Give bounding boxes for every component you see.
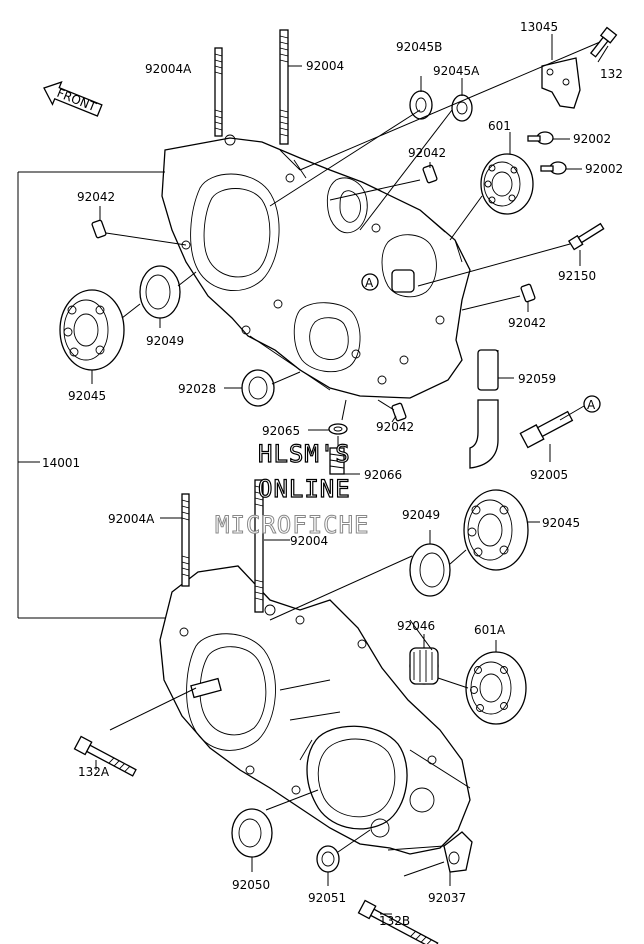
oil-seal-92050: [231, 808, 273, 858]
bearing-601a: [465, 651, 527, 725]
label-92150: 92150: [558, 269, 596, 283]
label-92028: 92028: [178, 382, 216, 396]
label-92065: 92065: [262, 424, 300, 438]
label-92004a-top: 92004A: [145, 62, 192, 76]
stud-92004a-upper: [214, 47, 223, 137]
bearing-601: [480, 153, 534, 215]
label-92042-top: 92042: [408, 146, 446, 160]
plug-92066: [329, 447, 345, 475]
watermark-line3: MICROFICHE: [215, 511, 370, 539]
ref-a-circle-upper: [361, 273, 379, 291]
oil-seal-92049-left: [139, 265, 181, 319]
ref-a-label-right: A: [587, 398, 596, 412]
bushing-92028: [241, 369, 275, 407]
stud-92004-lower: [254, 479, 264, 613]
fitting-92005: [519, 410, 574, 449]
label-92004a-mid: 92004A: [108, 512, 155, 526]
stud-92004a-lower: [181, 493, 190, 587]
label-92045-right: 92045: [542, 516, 580, 530]
label-92049-right: 92049: [402, 508, 440, 522]
label-92049-left: 92049: [146, 334, 184, 348]
label-132b: 132B: [379, 914, 410, 928]
label-92004-mid: 92004: [290, 534, 328, 548]
label-601: 601: [488, 119, 511, 133]
oil-seal-92049-right: [409, 543, 451, 597]
ref-a-label-upper: A: [365, 276, 374, 290]
label-92042-right: 92042: [508, 316, 546, 330]
stud-92004-upper: [279, 29, 289, 145]
needle-bearing-92046: [409, 647, 439, 685]
bearing-92045-right: [463, 489, 529, 571]
union-92150: [567, 222, 605, 251]
bearing-92045-left: [59, 289, 125, 371]
leader-lines: [17, 34, 609, 915]
oil-seal-92051: [316, 845, 340, 873]
label-92045b: 92045B: [396, 40, 442, 54]
bolt-132a: [73, 735, 137, 777]
label-92046: 92046: [397, 619, 435, 633]
pin-92042-left: [91, 219, 107, 239]
hose-92059: [469, 349, 499, 469]
label-92002-b: 92002: [585, 162, 623, 176]
screw-92002-a: [527, 131, 554, 145]
label-92004-top: 92004: [306, 59, 344, 73]
bolt-132: [589, 26, 618, 58]
clamp-92037: [443, 831, 473, 873]
pin-92042-top: [422, 164, 438, 184]
lower-crankcase-half: [159, 565, 471, 855]
bracket-13045: [541, 57, 581, 109]
label-132: 132: [600, 67, 623, 81]
label-92045-left: 92045: [68, 389, 106, 403]
label-92051: 92051: [308, 891, 346, 905]
ref-a-circle-right: [583, 395, 601, 413]
screw-92002-b: [540, 161, 567, 175]
bolt-132b: [357, 899, 439, 944]
washer-92065: [328, 423, 348, 435]
label-13045: 13045: [520, 20, 558, 34]
label-92059: 92059: [518, 372, 556, 386]
label-92042-left: 92042: [77, 190, 115, 204]
label-92042-mid: 92042: [376, 420, 414, 434]
pin-92042-right: [520, 283, 536, 303]
label-92050: 92050: [232, 878, 270, 892]
bearing-92045a: [451, 94, 473, 122]
label-601a: 601A: [474, 623, 506, 637]
label-14001: 14001: [42, 456, 80, 470]
watermark-line2: ONLINE: [258, 475, 351, 503]
front-arrow-icon: [43, 81, 103, 117]
label-92037: 92037: [428, 891, 466, 905]
label-92005: 92005: [530, 468, 568, 482]
front-label: FRONT: [55, 86, 99, 115]
upper-crankcase-half: [161, 134, 471, 399]
label-92066: 92066: [364, 468, 402, 482]
watermark-line1: HLSM'S: [258, 440, 351, 468]
label-92045a: 92045A: [433, 64, 480, 78]
label-132a: 132A: [78, 765, 110, 779]
label-92002-a: 92002: [573, 132, 611, 146]
